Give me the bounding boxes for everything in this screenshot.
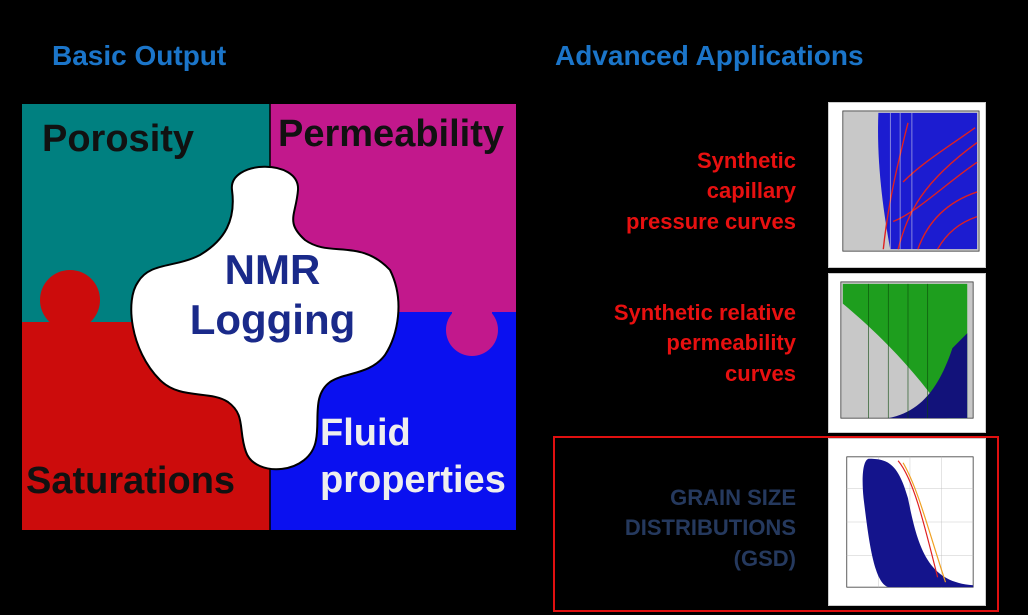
- nmr-logging-label: NMR Logging: [185, 245, 360, 346]
- nmr-line-2: Logging: [189, 296, 356, 344]
- porosity-label: Porosity: [42, 118, 195, 160]
- gsd-line-2: DISTRIBUTIONS: [624, 515, 796, 541]
- cap-line-1: Synthetic: [696, 148, 796, 173]
- fluid-properties-label: Fluid properties: [320, 410, 506, 503]
- relperm-line-3: curves: [725, 360, 796, 386]
- relative-permeability-label: Synthetic relative permeability curves: [614, 298, 796, 389]
- cap-line-2: capillary: [706, 178, 796, 204]
- permeability-label: Permeability: [278, 113, 504, 155]
- relperm-line-1: Synthetic relative: [613, 300, 796, 325]
- gsd-line-1: GRAIN SIZE: [670, 485, 796, 510]
- basic-output-heading: Basic Output: [52, 40, 227, 71]
- advanced-applications-heading: Advanced Applications: [555, 40, 864, 71]
- nmr-line-1: NMR: [224, 246, 321, 293]
- fluid-line-2: properties: [320, 458, 506, 501]
- grain-size-label: GRAIN SIZE DISTRIBUTIONS (GSD): [625, 483, 796, 574]
- cap-line-3: pressure curves: [626, 208, 796, 234]
- saturations-label: Saturations: [26, 460, 236, 502]
- gsd-highlight-box: [553, 436, 999, 612]
- relative-permeability-thumbnail: [828, 273, 986, 433]
- capillary-pressure-label: Synthetic capillary pressure curves: [626, 146, 796, 237]
- puzzle-diagram: [22, 104, 516, 530]
- fluid-line-1: Fluid: [320, 412, 411, 454]
- capillary-pressure-thumbnail: [828, 102, 986, 268]
- grain-size-thumbnail: [828, 438, 986, 606]
- relperm-line-2: permeability: [666, 330, 796, 356]
- nmr-logging-piece: [130, 165, 400, 471]
- gsd-line-3: (GSD): [733, 545, 796, 571]
